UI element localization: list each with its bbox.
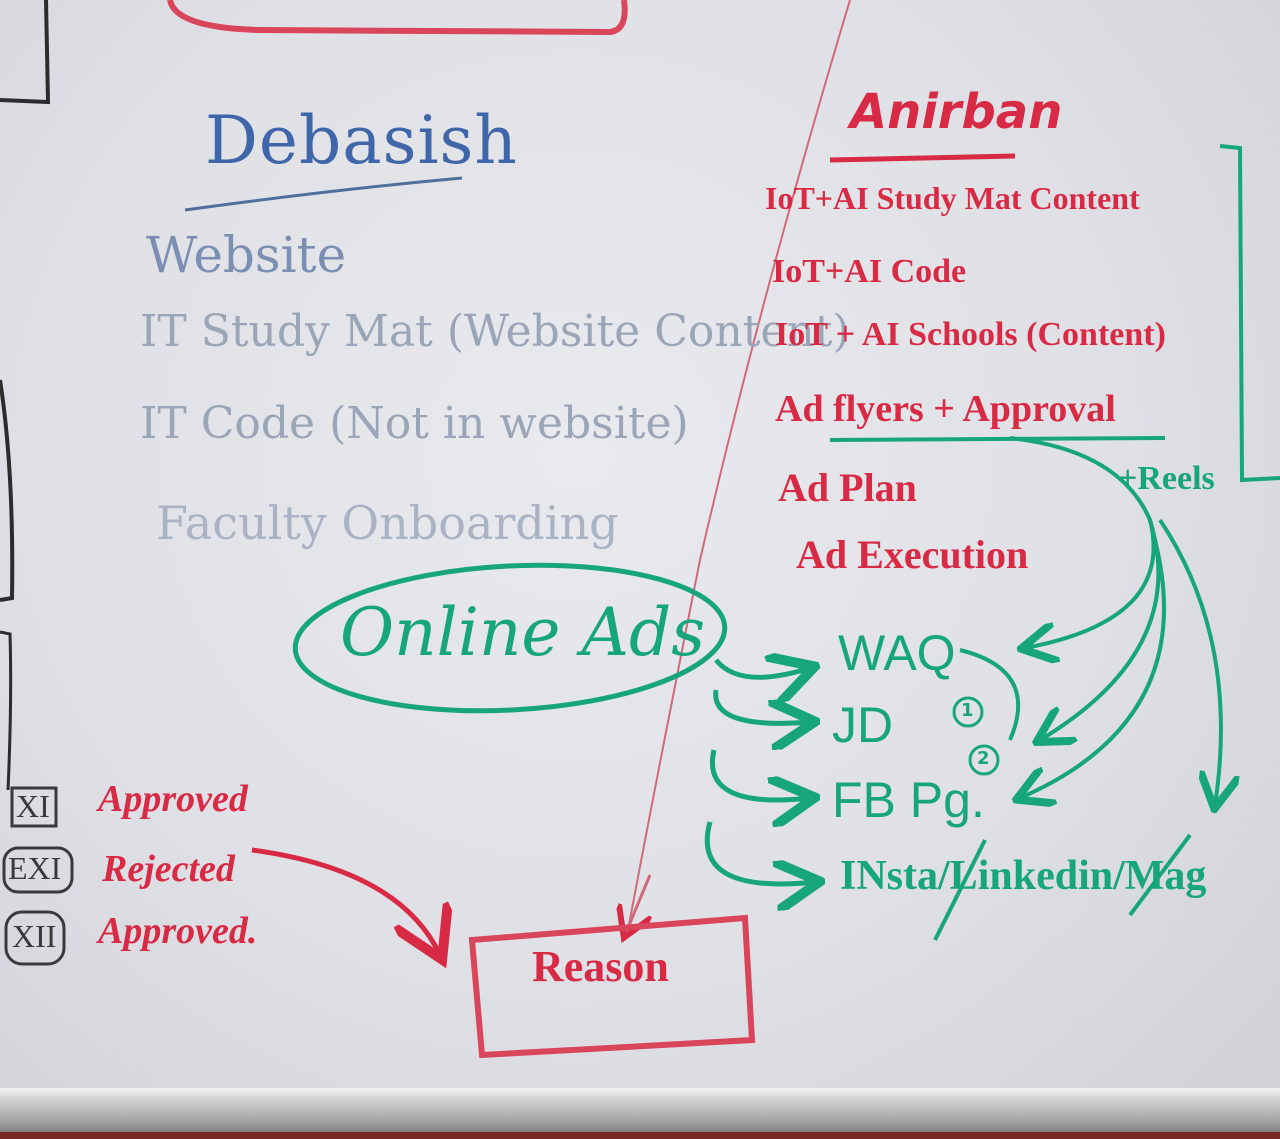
rejected-arrow bbox=[251, 847, 440, 955]
center-item-study-mat: IT Study Mat (Website Content) bbox=[140, 306, 850, 357]
reason-label: Reason bbox=[532, 942, 669, 991]
result-exi: Rejected bbox=[102, 848, 235, 890]
result-xi: Approved bbox=[98, 778, 248, 820]
right-item-schools: IoT + AI Schools (Content) bbox=[775, 316, 1166, 353]
grade-exi: EXI bbox=[8, 850, 62, 886]
channel-waq: WAQ bbox=[838, 625, 956, 681]
right-item-code: IoT+AI Code bbox=[772, 253, 967, 290]
green-bracket bbox=[1219, 144, 1280, 483]
board-frame-edge bbox=[0, 1132, 1280, 1139]
online-ads-oval bbox=[292, 562, 728, 714]
marker-1: 1 bbox=[961, 700, 974, 721]
reason-box bbox=[468, 914, 756, 1059]
channel-fb: FB Pg. bbox=[832, 772, 985, 828]
divider-line bbox=[627, 0, 851, 931]
anirban-heading: Anirban bbox=[850, 84, 1063, 140]
center-item-faculty: Faculty Onboarding bbox=[156, 496, 619, 550]
left-black-box bbox=[0, 0, 51, 105]
grade-xi: XI bbox=[16, 788, 50, 824]
right-item-flyers: Ad flyers + Approval bbox=[775, 388, 1116, 430]
right-item-ad-execution: Ad Execution bbox=[796, 532, 1029, 577]
top-red-box bbox=[167, 0, 628, 36]
center-item-code: IT Code (Not in website) bbox=[140, 398, 689, 449]
right-item-ad-plan: Ad Plan bbox=[778, 465, 917, 510]
marker-2: 2 bbox=[977, 748, 990, 769]
debasish-underline bbox=[184, 176, 463, 212]
right-item-study-mat: IoT+AI Study Mat Content bbox=[765, 180, 1140, 216]
result-xii: Approved. bbox=[98, 910, 258, 952]
marker-tray bbox=[0, 1088, 1280, 1139]
left-black-bracket bbox=[0, 379, 15, 602]
center-item-website: Website bbox=[146, 226, 347, 284]
channel-jd: JD bbox=[832, 697, 894, 753]
reels-note: +Reels bbox=[1118, 460, 1215, 497]
debasish-heading: Debasish bbox=[205, 102, 518, 179]
channel-insta-linkedin-mag: INsta/Linkedin/Mag bbox=[840, 853, 1207, 899]
grade-xii: XII bbox=[12, 918, 57, 954]
online-ads-label: Online Ads bbox=[340, 594, 706, 671]
anirban-underline bbox=[829, 153, 1016, 163]
